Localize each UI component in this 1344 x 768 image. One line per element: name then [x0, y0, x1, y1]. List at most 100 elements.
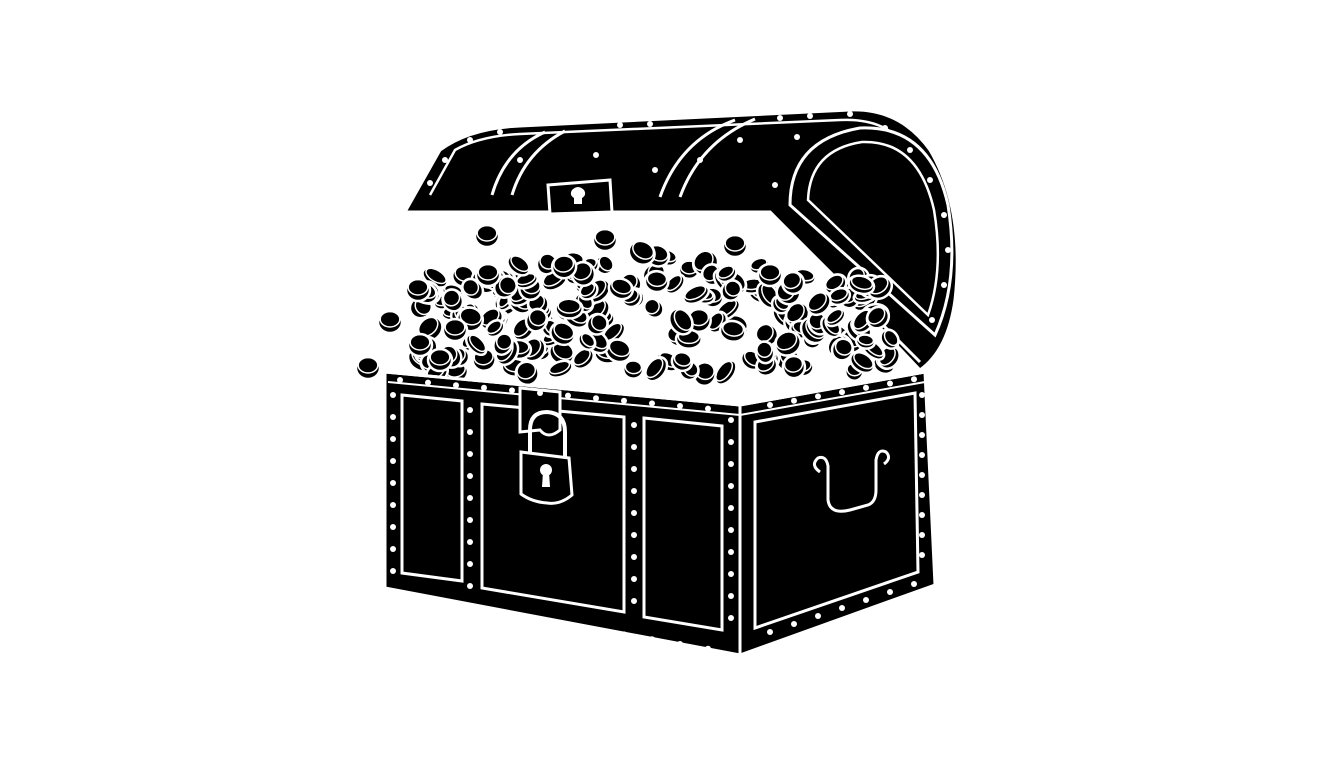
rivet	[390, 480, 396, 486]
rivet	[467, 583, 473, 589]
coin-rim	[850, 275, 874, 291]
coin-rim	[598, 255, 614, 272]
rivet	[593, 395, 599, 402]
rivet	[919, 452, 925, 458]
rivet	[390, 524, 396, 530]
chest-lid	[402, 108, 959, 372]
rivet	[728, 593, 734, 599]
coin-rim	[495, 333, 513, 351]
coin-rim	[715, 360, 734, 382]
front-panel-center	[480, 402, 626, 614]
rivet	[467, 539, 473, 545]
rivet	[565, 621, 571, 628]
coin-rim	[724, 280, 742, 297]
coin-rim	[883, 329, 899, 347]
rivet	[728, 461, 734, 467]
coin-rim	[684, 284, 707, 301]
side-panel	[753, 391, 920, 631]
coin-rim	[409, 333, 431, 351]
rivet	[467, 517, 473, 523]
coin-rim	[807, 291, 827, 312]
rivet	[509, 387, 515, 394]
rivet	[887, 589, 893, 595]
coin-rim	[853, 351, 874, 370]
coin-rim	[553, 322, 575, 341]
rivet	[425, 597, 431, 604]
rivet	[728, 571, 734, 577]
coin-rim	[553, 255, 575, 273]
side-handle-icon	[813, 449, 891, 513]
rivet	[649, 400, 655, 407]
rivet	[425, 379, 431, 386]
coin-rim	[379, 310, 401, 328]
rivet	[390, 502, 396, 508]
rivet	[767, 402, 773, 408]
rivet	[467, 451, 473, 457]
rivet	[919, 532, 925, 538]
rivet	[815, 613, 821, 619]
rivet	[919, 512, 925, 518]
coin-rim	[646, 270, 668, 288]
rivet	[467, 429, 473, 435]
rivet	[839, 389, 845, 396]
rivet	[911, 376, 917, 383]
lid-rivets	[427, 111, 951, 323]
coin-rim	[442, 289, 461, 307]
rivet	[481, 607, 487, 614]
rivet	[919, 492, 925, 498]
rivet	[467, 407, 473, 413]
rivet	[919, 552, 925, 558]
coin-rim	[594, 228, 616, 246]
rivet	[453, 382, 459, 389]
coin-rim	[665, 274, 682, 292]
padlock-icon	[519, 409, 574, 505]
coin-rim	[528, 308, 547, 327]
coin-rim	[857, 334, 875, 346]
coin-rim	[834, 338, 853, 356]
rivet	[911, 581, 917, 587]
rivet	[728, 417, 734, 423]
rivet	[728, 549, 734, 555]
rivet	[728, 505, 734, 511]
rivet	[767, 629, 773, 635]
coin-rim	[510, 255, 530, 273]
coin-rim	[357, 356, 379, 374]
coin-rim	[444, 318, 466, 336]
rivet	[649, 636, 655, 643]
coin-rim	[548, 360, 571, 375]
coin-rim	[783, 355, 804, 373]
rivet	[621, 397, 627, 404]
coin-rim	[425, 267, 447, 285]
coin-pile	[354, 223, 901, 388]
rivet	[728, 527, 734, 533]
rivet	[631, 598, 637, 604]
rivet	[631, 554, 637, 560]
rivet	[397, 377, 403, 383]
coin-rim	[782, 271, 802, 290]
coin-rim	[759, 263, 781, 281]
rivet	[537, 390, 543, 396]
coin-rim	[429, 348, 451, 366]
rivet	[537, 617, 543, 623]
rivet	[467, 561, 473, 567]
coin-rim	[407, 278, 429, 296]
coin-rim	[486, 320, 502, 335]
rivet	[390, 546, 396, 552]
coin-rim	[756, 341, 773, 358]
body-rivets	[390, 376, 925, 652]
coin-rim	[643, 298, 660, 315]
rivet	[863, 597, 869, 603]
rivet	[631, 532, 637, 538]
rivet	[631, 576, 637, 582]
rivet	[919, 392, 925, 398]
coin-rim	[673, 351, 692, 367]
rivet	[397, 593, 403, 599]
coin-rim	[459, 307, 482, 326]
coin-rim	[498, 276, 517, 295]
rivet	[390, 436, 396, 442]
rivet	[467, 473, 473, 479]
rivet	[390, 458, 396, 464]
rivet	[728, 615, 734, 621]
